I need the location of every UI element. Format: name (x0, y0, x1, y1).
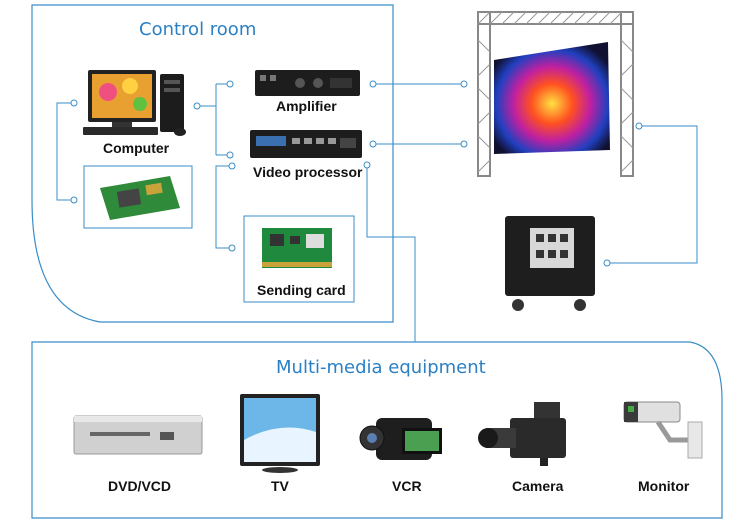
camera-icon (478, 402, 566, 466)
device-label-monitor: Monitor (638, 478, 690, 494)
device-label-dvd: DVD/VCD (108, 478, 172, 494)
processor-media-wire (366, 167, 416, 342)
computer-icon (83, 70, 186, 136)
graphics-card-icon (100, 176, 180, 220)
amplifier-icon (255, 70, 360, 96)
tv-icon (240, 394, 320, 473)
dvd-player-icon (73, 415, 203, 455)
device-label-vcr: VCR (392, 478, 422, 494)
processor-card-wire (215, 165, 230, 249)
device-label-tv: TV (271, 478, 289, 494)
screen-cabinet-wire (609, 125, 698, 264)
sending-card-label: Sending card (257, 282, 346, 298)
control-room-frame (31, 4, 394, 323)
monitor-camera-icon (623, 401, 703, 459)
device-label-camera: Camera (512, 478, 564, 494)
computer-out-wire (199, 83, 228, 156)
sending-card-icon (262, 228, 332, 268)
led-screen-truss-icon (477, 11, 634, 177)
multimedia-frame (31, 341, 723, 519)
video-processor-icon (250, 130, 362, 158)
computer-bracket-wire (56, 102, 72, 201)
computer-label: Computer (103, 140, 170, 156)
video-processor-label: Video processor (253, 164, 363, 180)
power-cabinet-icon (505, 216, 595, 311)
amplifier-label: Amplifier (276, 98, 337, 114)
multimedia-title: Multi-media equipment (276, 357, 486, 378)
vcr-camcorder-icon (359, 418, 442, 460)
control-room-title: Control room (139, 19, 257, 40)
